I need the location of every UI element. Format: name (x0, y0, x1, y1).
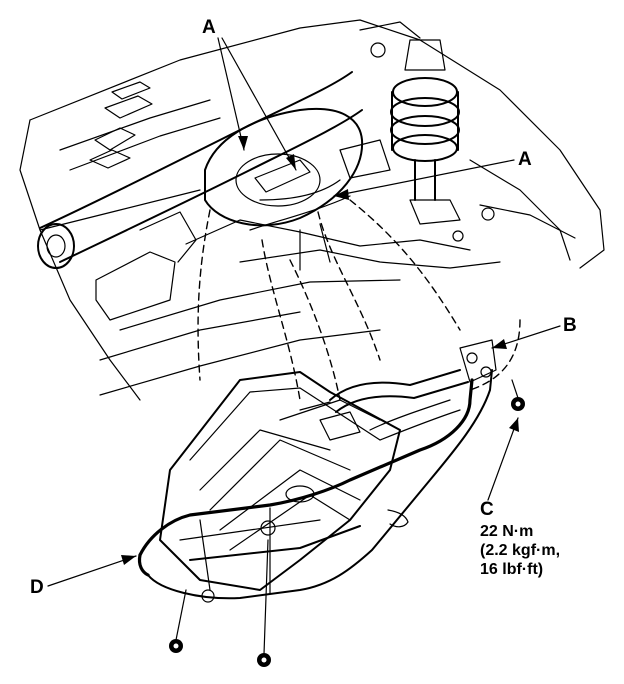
installed-tank-outline (204, 108, 364, 231)
bolt-left-icon (169, 589, 187, 653)
callout-c: C (480, 499, 494, 520)
callout-a-top: A (202, 17, 216, 38)
mounting-bolts (169, 379, 525, 667)
alignment-dashed-lines (197, 199, 521, 401)
bolt-right-icon (511, 379, 525, 411)
torque-spec-kgfm: (2.2 kgf·m, (480, 542, 561, 559)
filler-pipe-and-hoses (259, 139, 497, 441)
callout-a-right: A (518, 149, 532, 170)
rear-subframe (37, 71, 501, 396)
rear-suspension-assembly (359, 21, 576, 261)
bolt-center-icon (257, 539, 271, 667)
torque-spec-nm: 22 N·m (480, 523, 534, 540)
vehicle-underbody (19, 19, 605, 401)
callout-d: D (30, 577, 44, 598)
tank-strap (137, 369, 493, 600)
callout-b: B (563, 315, 577, 336)
leader-lines (47, 37, 561, 587)
torque-spec-lbfft: 16 lbf·ft) (480, 561, 544, 578)
torque-spec: 22 N·m (2.2 kgf·m, 16 lbf·ft) (480, 522, 560, 579)
fuel-tank (159, 371, 401, 591)
